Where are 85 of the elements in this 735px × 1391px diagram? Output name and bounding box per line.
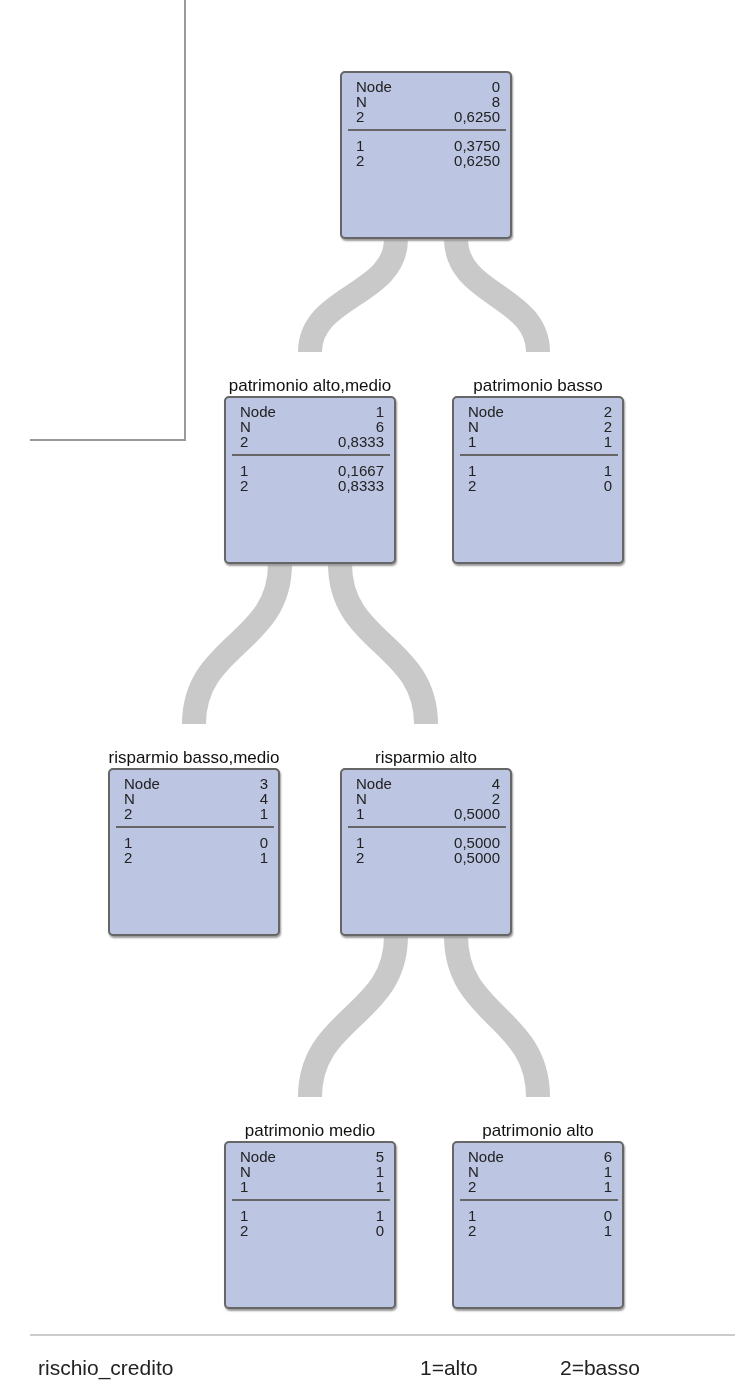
row-label: 1: [468, 1208, 477, 1223]
row-label: N: [124, 791, 135, 806]
value-text: 0,1667: [338, 463, 384, 478]
value-text: 0,5000: [454, 806, 500, 821]
row-label: Node: [356, 776, 392, 791]
row-label: 2: [356, 850, 365, 865]
value-text: 1: [375, 1179, 384, 1194]
value-text: 1: [603, 434, 612, 449]
row-label: N: [468, 1164, 479, 1179]
branch-band: [182, 562, 292, 726]
row-label: 1: [240, 1208, 249, 1223]
row-label: N: [240, 419, 251, 434]
value-text: 6: [603, 1149, 612, 1164]
row-label: N: [240, 1164, 251, 1179]
row-label: 1: [240, 1179, 249, 1194]
value-text: 6: [375, 419, 384, 434]
value-text: 1: [603, 1179, 612, 1194]
row-label: 2: [356, 153, 365, 168]
value-text: 3: [259, 776, 268, 791]
row-label: Node: [240, 404, 276, 419]
row-label: 2: [356, 109, 365, 124]
value-text: 2: [603, 404, 612, 419]
value-text: 1: [603, 1164, 612, 1179]
value-text: 4: [491, 776, 500, 791]
legend-text: 2=basso: [560, 1356, 640, 1380]
legend-text: 1=alto: [420, 1356, 478, 1380]
row-label: N: [468, 419, 479, 434]
variable-label: rischio_credito: [38, 1356, 174, 1380]
row-label: 2: [468, 1223, 477, 1238]
row-label: 1: [356, 806, 365, 821]
row-label: N: [356, 94, 367, 109]
value-text: 0: [603, 1208, 612, 1223]
value-text: 2: [603, 419, 612, 434]
branch-band: [444, 237, 550, 354]
row-label: Node: [468, 1149, 504, 1164]
row-label: Node: [240, 1149, 276, 1164]
value-text: 0,8333: [338, 434, 384, 449]
value-text: 1: [375, 404, 384, 419]
value-text: 0,3750: [454, 138, 500, 153]
value-text: 1: [259, 850, 268, 865]
value-text: 5: [375, 1149, 384, 1164]
split-label: patrimonio alto,medio: [227, 375, 393, 396]
row-label: Node: [124, 776, 160, 791]
value-text: 0: [491, 79, 500, 94]
row-label: 1: [468, 434, 477, 449]
branch-band: [444, 934, 550, 1099]
branch-band: [328, 562, 438, 726]
value-text: 0: [259, 835, 268, 850]
row-label: 2: [240, 478, 249, 493]
row-label: 2: [240, 434, 249, 449]
value-text: 1: [259, 806, 268, 821]
row-label: 1: [356, 835, 365, 850]
value-text: 0: [375, 1223, 384, 1238]
value-text: 0,6250: [454, 153, 500, 168]
row-label: Node: [468, 404, 504, 419]
row-label: 1: [240, 463, 249, 478]
row-label: N: [356, 791, 367, 806]
split-label: patrimonio alto: [481, 1120, 595, 1141]
branch-band: [298, 237, 408, 354]
value-text: 1: [603, 463, 612, 478]
row-label: Node: [356, 79, 392, 94]
split-label: patrimonio basso: [472, 375, 604, 396]
value-text: 1: [375, 1208, 384, 1223]
row-label: 2: [468, 1179, 477, 1194]
branch-band: [298, 934, 408, 1099]
split-label: patrimonio medio: [243, 1120, 377, 1141]
value-text: 0,5000: [454, 835, 500, 850]
value-text: 1: [603, 1223, 612, 1238]
row-label: 2: [124, 806, 133, 821]
split-label: risparmio alto: [373, 747, 478, 768]
value-text: 0,5000: [454, 850, 500, 865]
value-text: 2: [491, 791, 500, 806]
value-text: 0: [603, 478, 612, 493]
row-label: 2: [124, 850, 133, 865]
row-label: 1: [468, 463, 477, 478]
value-text: 8: [491, 94, 500, 109]
row-label: 1: [356, 138, 365, 153]
value-text: 4: [259, 791, 268, 806]
value-text: 0,6250: [454, 109, 500, 124]
value-text: 1: [375, 1164, 384, 1179]
row-label: 2: [240, 1223, 249, 1238]
row-label: 1: [124, 835, 133, 850]
row-label: 2: [468, 478, 477, 493]
split-label: risparmio basso,medio: [107, 747, 281, 768]
value-text: 0,8333: [338, 478, 384, 493]
